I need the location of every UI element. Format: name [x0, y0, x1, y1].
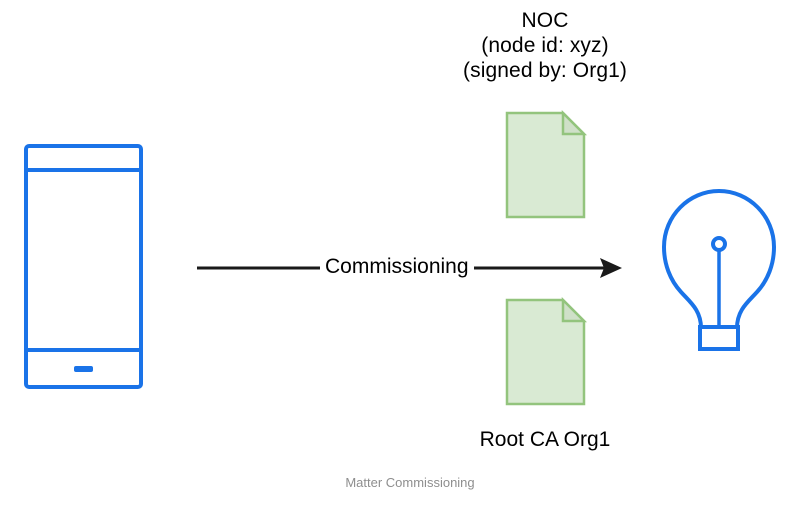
light-bulb-device [661, 188, 777, 351]
rootca-doc-fold [561, 296, 588, 323]
bulb-filament-node-icon [711, 236, 727, 252]
noc-label-line-2: (node id: xyz) [481, 34, 609, 57]
rootca-doc-page [505, 298, 586, 406]
phone-body [24, 144, 143, 389]
diagram-caption: Matter Commissioning [345, 475, 475, 490]
root-ca-certificate-label: Root CA Org1 [479, 428, 611, 451]
arrow-head-icon [600, 258, 622, 278]
noc-doc-page [505, 111, 586, 219]
noc-doc-fold [561, 109, 588, 136]
noc-certificate-label: NOC (node id: xyz) (signed by: Org1) [400, 8, 690, 83]
root-ca-certificate-icon [505, 296, 588, 406]
noc-label-line-3: (signed by: Org1) [463, 59, 627, 82]
commissioning-arrow-label: Commissioning [320, 254, 474, 280]
noc-certificate-icon [505, 109, 588, 219]
bulb-glass-outline [661, 188, 777, 330]
bulb-base [698, 325, 740, 351]
smartphone-commissioner [24, 144, 143, 389]
phone-home-button [74, 366, 93, 372]
noc-label-line-1: NOC [521, 9, 569, 32]
